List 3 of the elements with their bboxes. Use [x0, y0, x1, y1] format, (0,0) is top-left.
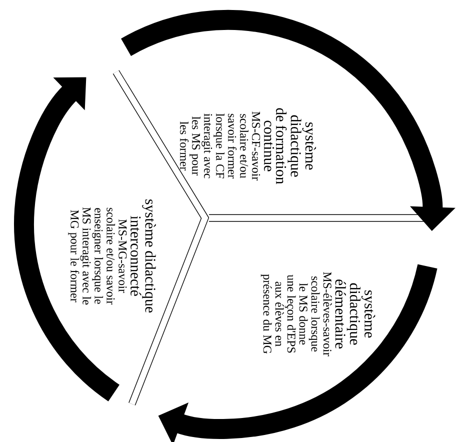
sector-text: système didactique interconnecté MS-MG-savoir scolaire et/ou savoir enseigner lorsque le MS interagit avec le MG pour le former — [68, 200, 156, 313]
sector-text: système didactique élémentaire MS-élèves-savoir scolaire lorsque le MS donne une leçon d'EPS aux élèves en présence du MG — [260, 272, 376, 356]
sector-text: système didactique de formation continue MS-CF-savoir scolaire et/ou savoir former lorsque la CF interagit avec les MS pour les former — [180, 108, 316, 184]
